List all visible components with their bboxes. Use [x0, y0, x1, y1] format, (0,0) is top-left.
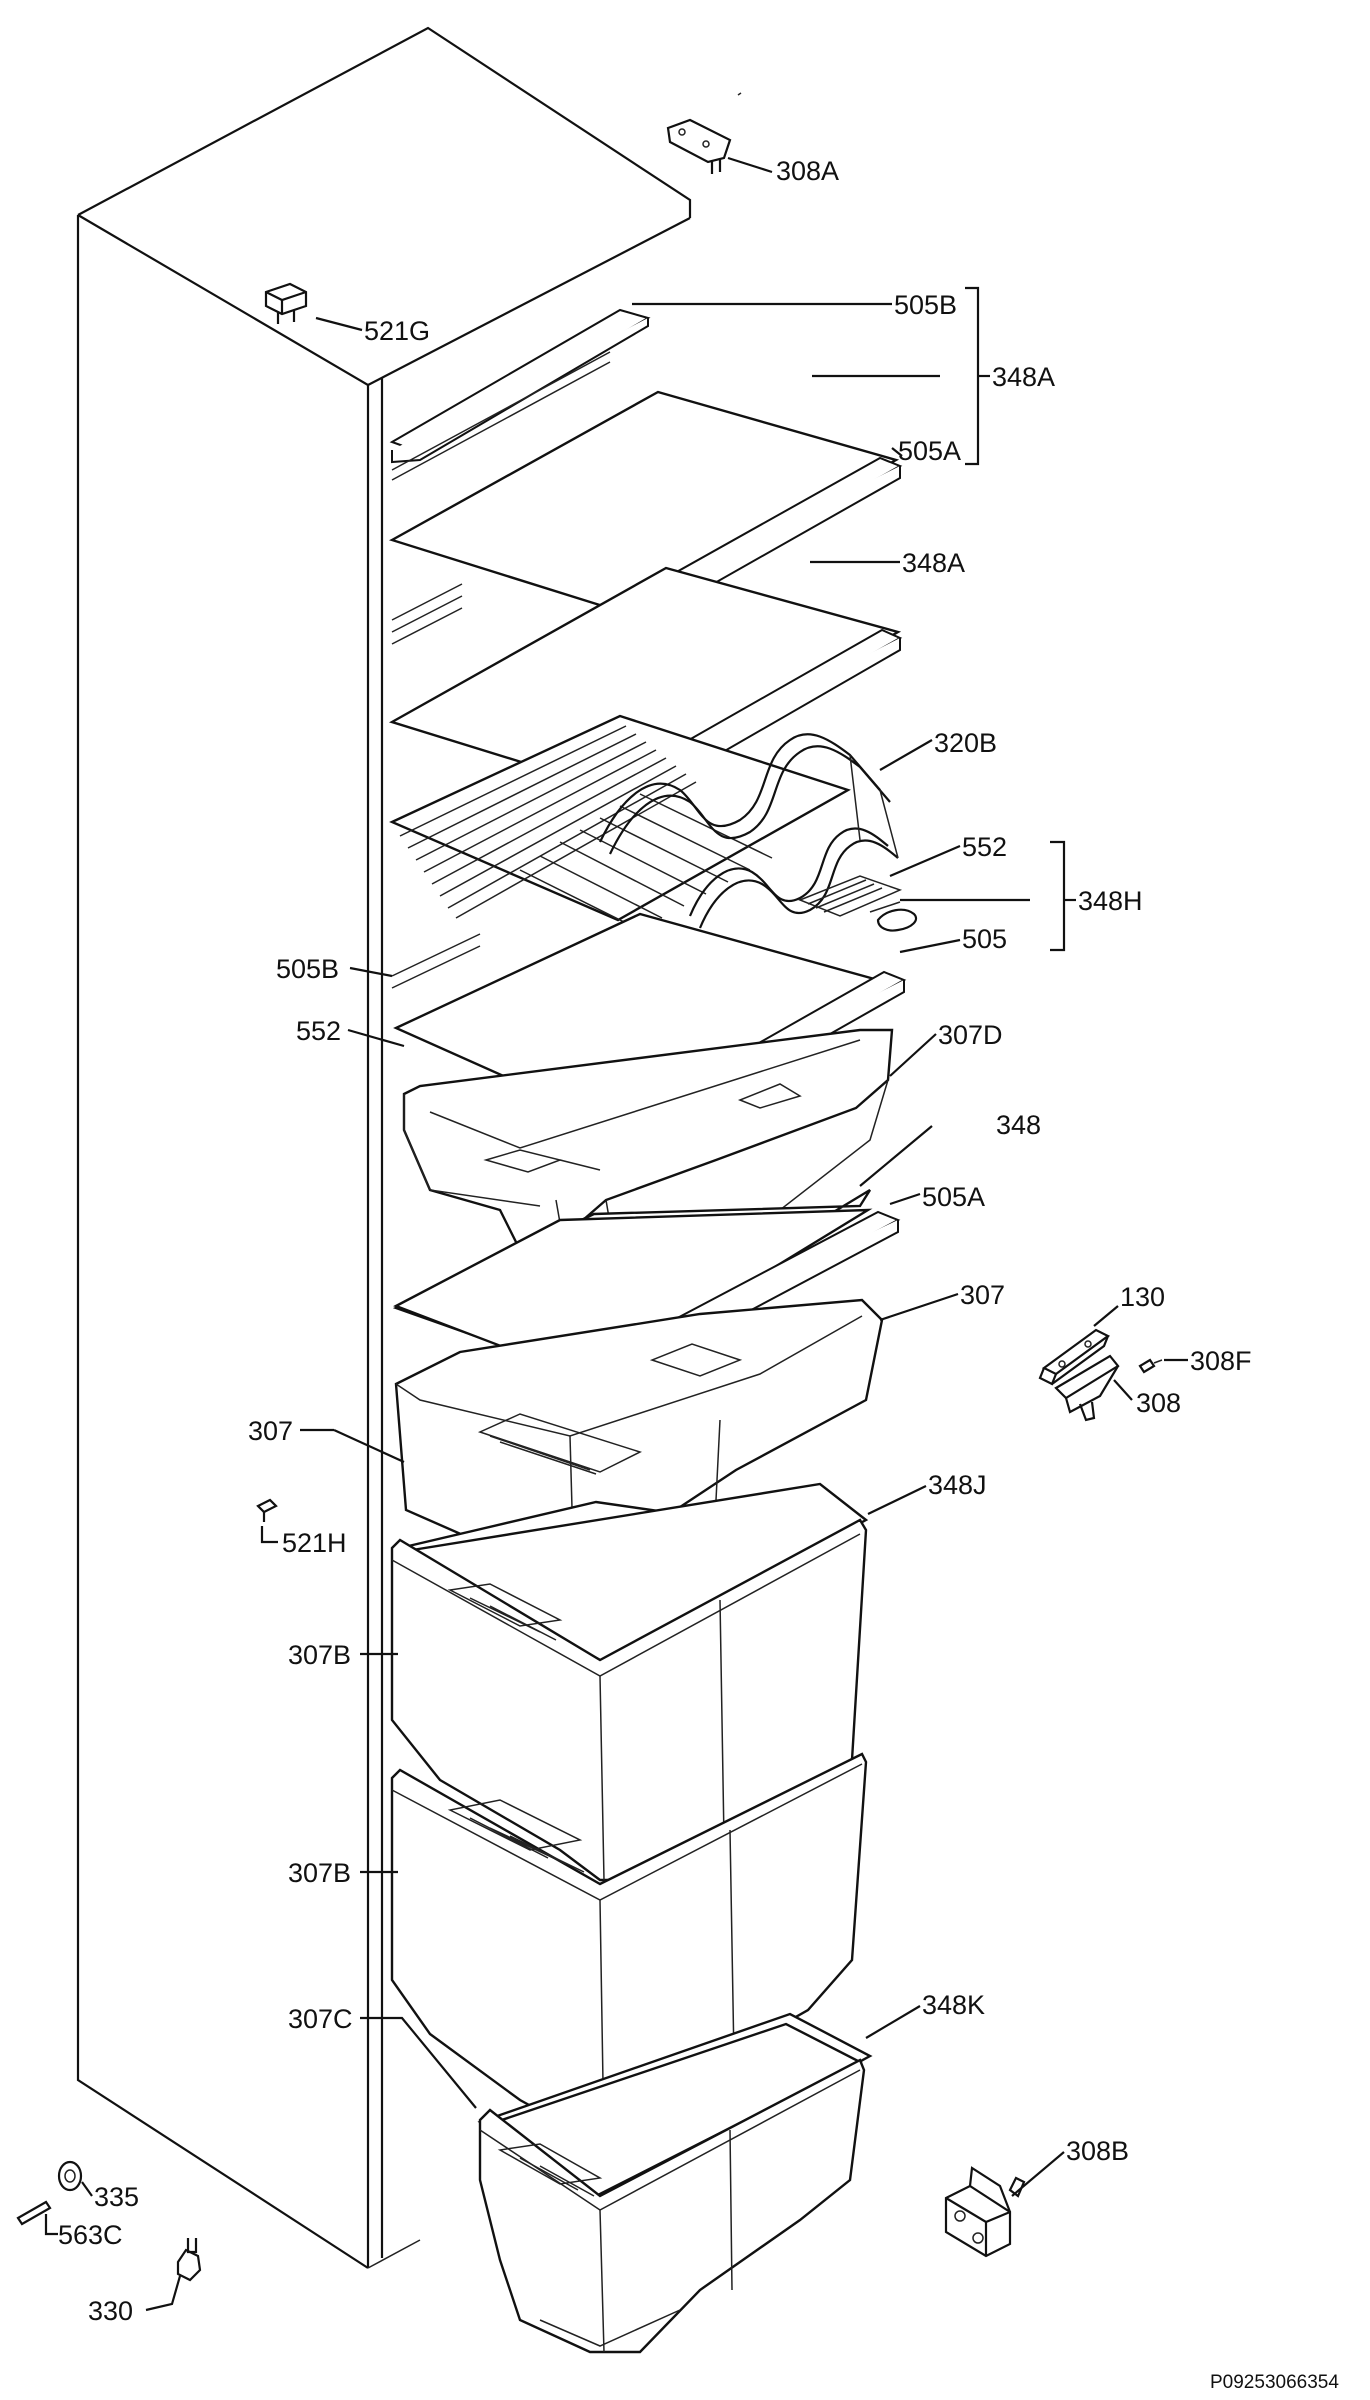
- label-348j: 348J: [928, 1470, 987, 1500]
- label-130: 130: [1120, 1282, 1165, 1312]
- drawer-307c: [478, 2058, 866, 2354]
- pin-part: [16, 2200, 58, 2236]
- screw-part: [256, 1498, 278, 1544]
- label-505b-left: 505B: [276, 954, 339, 984]
- label-505a-top: 505A: [898, 436, 961, 466]
- part-labels: 308A 521G 505B 348A 505A 348A 320B 552 3…: [58, 156, 1252, 2326]
- label-308: 308: [1136, 1388, 1181, 1418]
- label-308a: 308A: [776, 156, 839, 186]
- reference-code: P09253066354: [1210, 2372, 1339, 2393]
- shelf-348h-clip: [797, 875, 918, 932]
- label-308f: 308F: [1190, 1346, 1252, 1376]
- label-521g: 521G: [364, 316, 430, 346]
- label-307c: 307C: [288, 2004, 353, 2034]
- middle-hinge-part: [1038, 1305, 1188, 1422]
- drawer-307: [394, 1298, 884, 1582]
- label-307b-lower: 307B: [288, 1858, 351, 1888]
- label-348a-second: 348A: [902, 548, 965, 578]
- label-348a-group: 348A: [992, 362, 1055, 392]
- label-307b-upper: 307B: [288, 1640, 351, 1670]
- label-335: 335: [94, 2182, 139, 2212]
- label-521h: 521H: [282, 1528, 347, 1558]
- drawer-307b-upper: [390, 1518, 868, 1882]
- label-307-right: 307: [960, 1280, 1005, 1310]
- spacer-part: [57, 2160, 93, 2197]
- label-505b-top: 505B: [894, 290, 957, 320]
- label-307d: 307D: [938, 1020, 1003, 1050]
- label-552-right: 552: [962, 832, 1007, 862]
- label-348k: 348K: [922, 1990, 985, 2020]
- foot-part: [145, 2238, 202, 2312]
- plug-part: [264, 282, 363, 332]
- top-hinge-part: [666, 92, 773, 174]
- cabinet-body: [76, 26, 692, 2269]
- leader-lines: [300, 286, 1076, 2109]
- label-307-left: 307: [248, 1416, 293, 1446]
- label-505: 505: [962, 924, 1007, 954]
- label-552-left: 552: [296, 1016, 341, 1046]
- label-563c: 563C: [58, 2220, 123, 2250]
- label-330: 330: [88, 2296, 133, 2326]
- grid-shelf: [389, 714, 851, 931]
- label-505a-mid: 505A: [922, 1182, 985, 1212]
- label-308b: 308B: [1066, 2136, 1129, 2166]
- bottom-hinge-part: [944, 2151, 1065, 2258]
- wine-rack: [599, 733, 899, 929]
- label-348h: 348H: [1078, 886, 1143, 916]
- label-348: 348: [996, 1110, 1041, 1140]
- label-320b: 320B: [934, 728, 997, 758]
